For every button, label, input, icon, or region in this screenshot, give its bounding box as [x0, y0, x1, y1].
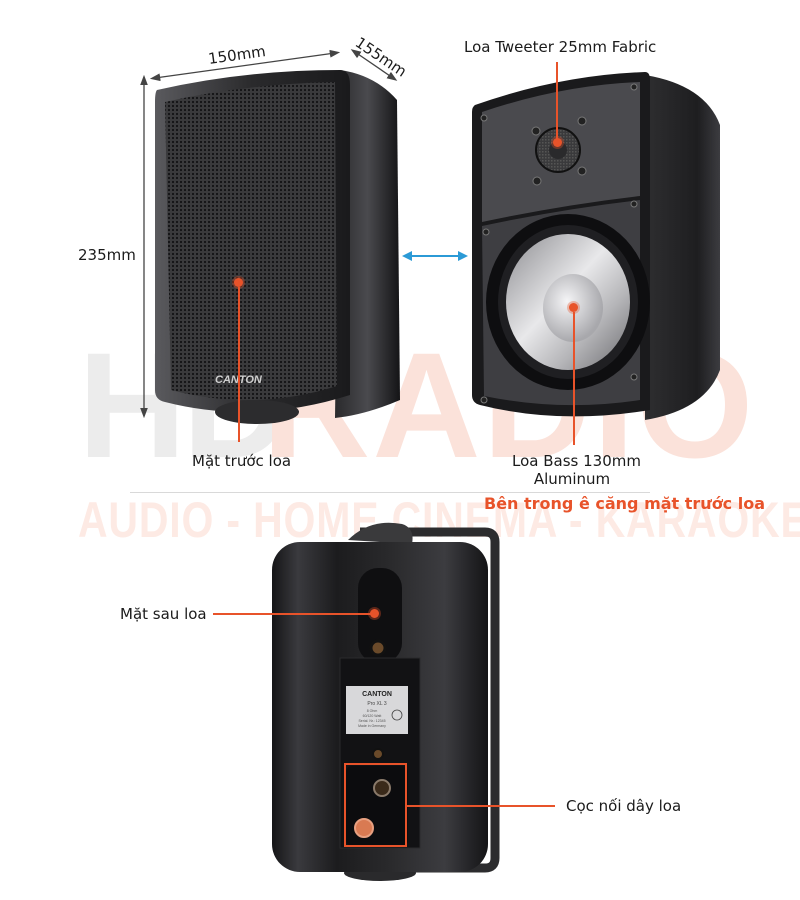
rear-marker-dot: [370, 609, 379, 618]
height-dimension: 235mm: [78, 246, 136, 264]
bass-label-line1: Loa Bass 130mm: [512, 452, 641, 470]
svg-text:60/120 Watt: 60/120 Watt: [363, 714, 382, 718]
tweeter-marker-dot: [553, 138, 562, 147]
rear-leader-line: [213, 613, 373, 615]
tweeter-label: Loa Tweeter 25mm Fabric: [464, 38, 657, 56]
bass-leader-line: [573, 312, 575, 445]
tweeter-leader-line: [556, 62, 558, 140]
inside-caption: Bên trong ê căng mặt trước loa: [484, 494, 766, 513]
rear-view-label: Mặt sau loa: [120, 605, 207, 623]
terminal-label: Cọc nối dây loa: [566, 797, 682, 815]
double-arrow-icon: [402, 251, 468, 261]
front-marker-dot: [234, 278, 243, 287]
terminal-highlight-box: [344, 763, 407, 847]
bass-label: Loa Bass 130mm Aluminum: [512, 452, 641, 488]
front-leader-line: [238, 287, 240, 442]
svg-text:Serial. Nr.: 12345: Serial. Nr.: 12345: [358, 719, 385, 723]
dimension-arrows: [140, 49, 398, 419]
rear-speaker-image: CANTON Pro XL 3 8 Ohm 60/120 Watt Serial…: [272, 522, 500, 881]
bass-marker-dot: [569, 303, 578, 312]
svg-text:8 Ohm: 8 Ohm: [367, 709, 378, 713]
inside-speaker-image: [472, 72, 720, 420]
terminal-leader-line: [407, 805, 555, 807]
section-divider: [130, 492, 650, 493]
front-view-label: Mặt trước loa: [192, 452, 292, 470]
svg-text:CANTON: CANTON: [362, 691, 392, 698]
svg-text:Made in Germany: Made in Germany: [358, 724, 386, 728]
bass-label-line2: Aluminum: [533, 470, 611, 488]
front-speaker-image: CANTON: [155, 70, 400, 424]
svg-text:Pro XL 3: Pro XL 3: [367, 701, 386, 707]
